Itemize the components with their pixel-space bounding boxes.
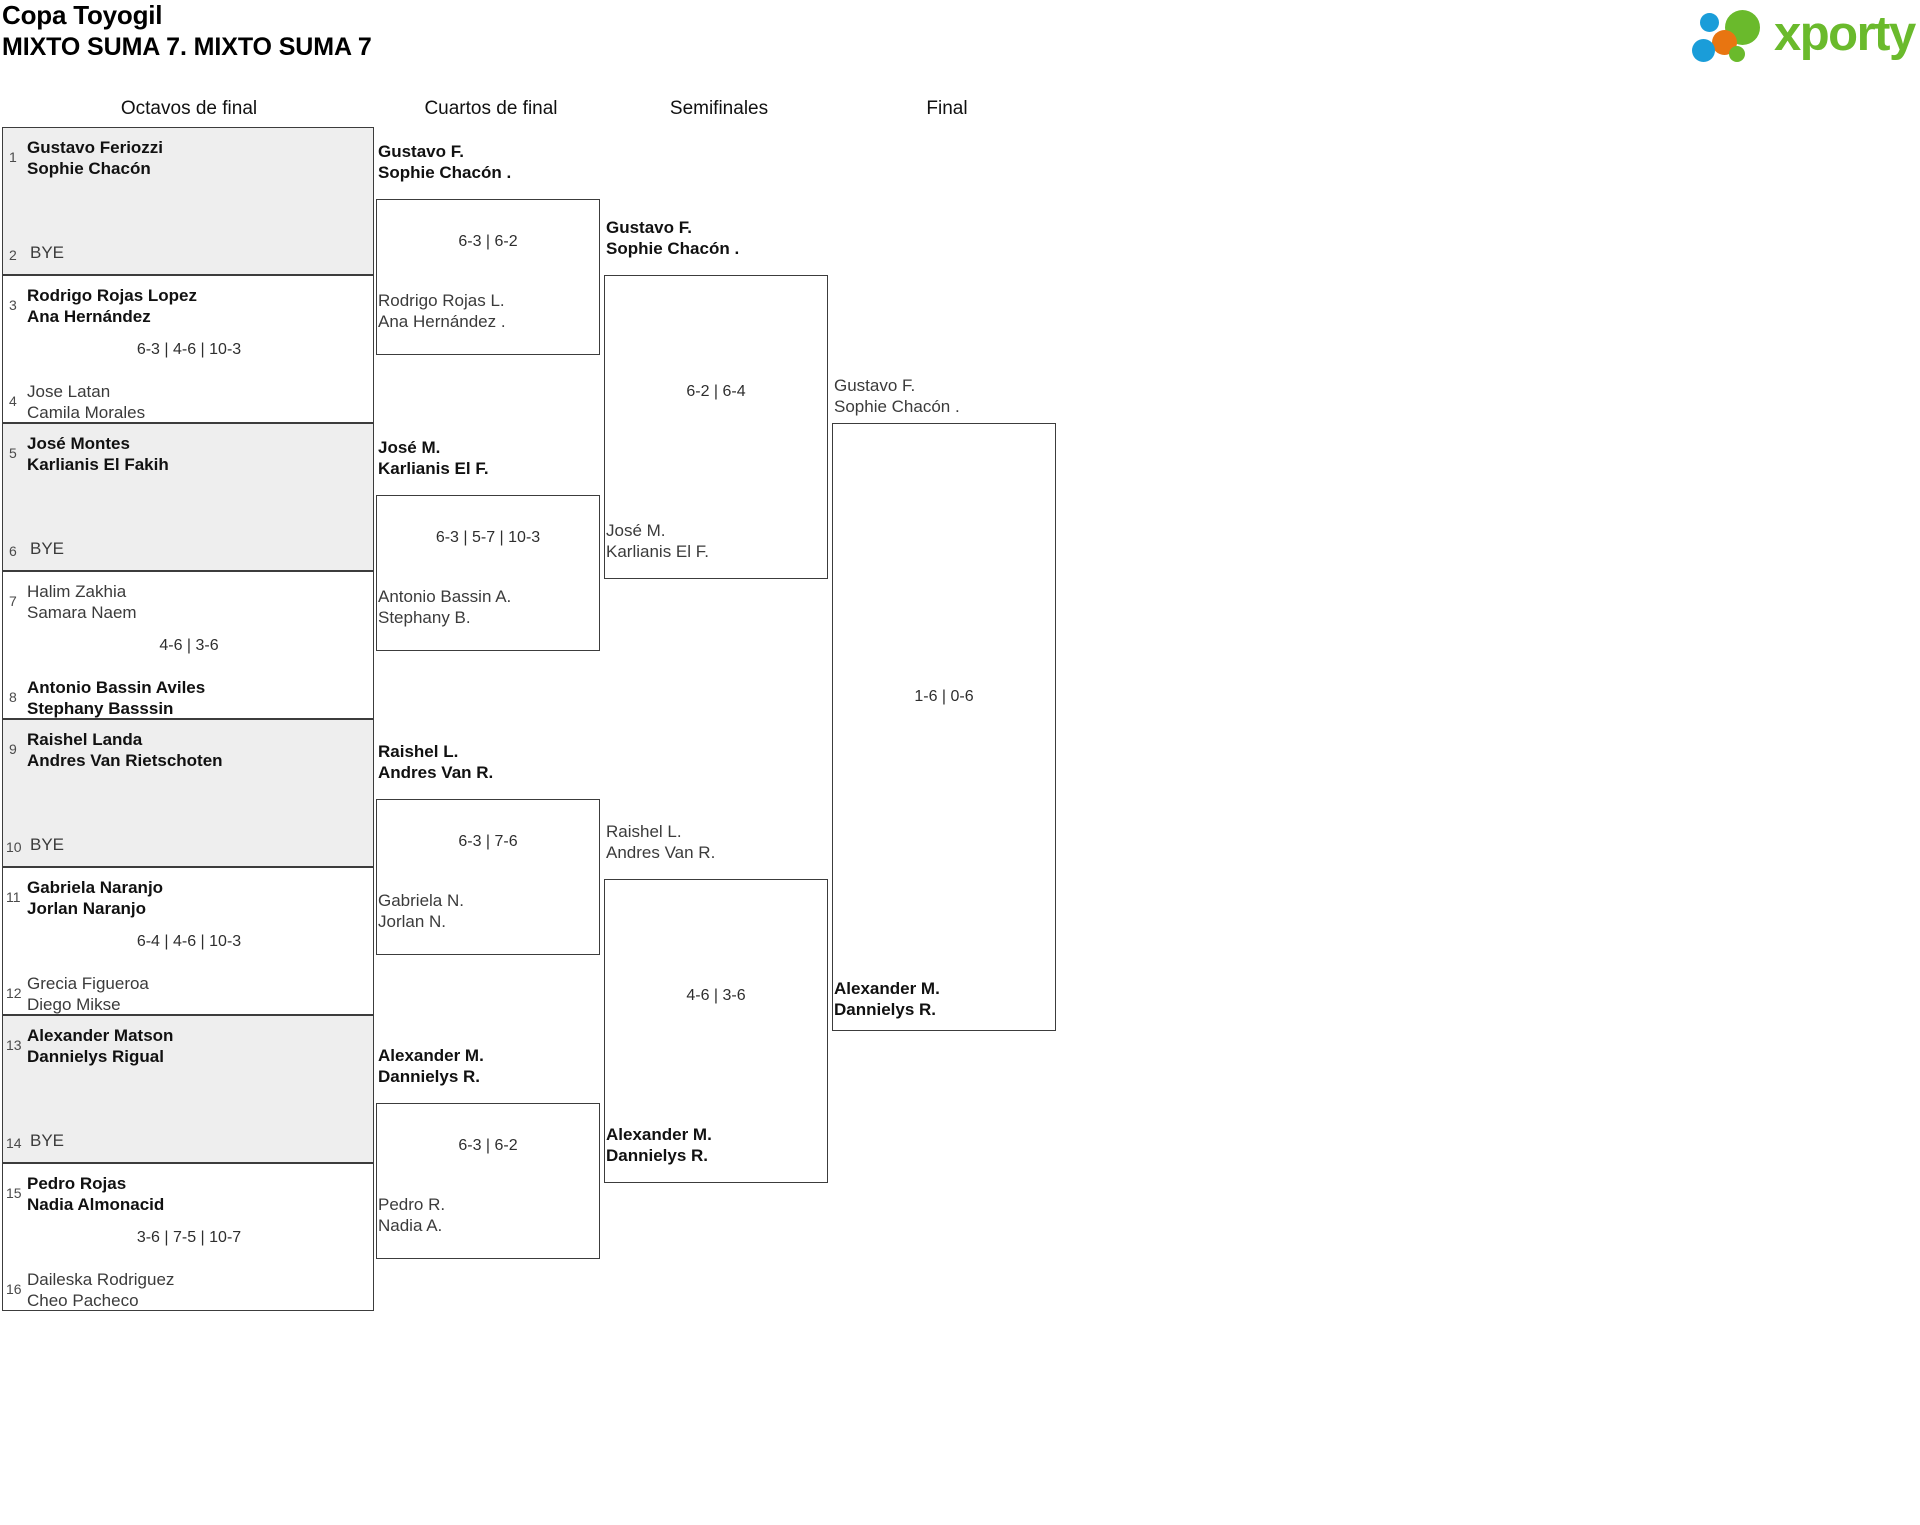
team-name: Gustavo F. Sophie Chacón . [606, 218, 740, 258]
match-score: 6-3 | 6-2 [458, 1137, 518, 1154]
r1-match-4[interactable]: 7 Halim Zakhia Samara Naem 4-6 | 3-6 8 A… [2, 571, 374, 719]
match-score: 6-3 | 4-6 | 10-3 [136, 341, 242, 358]
seed-number: 9 [9, 741, 17, 757]
team-name: Pedro R. Nadia A. [378, 1195, 446, 1235]
match-score: 4-6 | 3-6 [686, 987, 746, 1004]
r1-match-3[interactable]: 5 José Montes Karlianis El Fakih 6 BYE [2, 423, 374, 571]
team-name: Antonio Bassin A. Stephany B. [378, 587, 512, 627]
seed-number: 10 [6, 839, 22, 855]
match-score: 4-6 | 3-6 [159, 637, 219, 654]
team-name: José M. Karlianis El F. [606, 521, 709, 561]
team-name: Gabriela Naranjo Jorlan Naranjo [27, 878, 164, 918]
seed-number: 14 [6, 1135, 22, 1151]
team-name: Grecia Figueroa Diego Mikse [27, 974, 149, 1014]
team-name: Jose Latan Camila Morales [27, 382, 146, 422]
team-name: Raishel Landa Andres Van Rietschoten [27, 730, 223, 770]
team-name: Gabriela N. Jorlan N. [378, 891, 464, 931]
match-score: 6-3 | 6-2 [458, 233, 518, 250]
r2-match-2-connector [376, 495, 600, 651]
r3-match-1-connector [604, 275, 828, 579]
team-name: Gustavo Feriozzi Sophie Chacón [27, 138, 164, 178]
team-name: Gustavo F. Sophie Chacón . [378, 142, 512, 182]
xporty-logo[interactable]: xporty [1692, 6, 1916, 64]
champion-name: Alexander M. Dannielys R. [834, 979, 940, 1019]
seed-number: 13 [6, 1037, 22, 1053]
logo-wordmark: xporty [1774, 7, 1916, 61]
r1-match-7[interactable]: 13 Alexander Matson Dannielys Rigual 14 … [2, 1015, 374, 1163]
logo-dots-icon [1692, 6, 1774, 62]
r1-match-1[interactable]: 1 Gustavo Feriozzi Sophie Chacón 2 BYE [2, 127, 374, 275]
r4-match-1-connector [832, 423, 1056, 1031]
category-title: MIXTO SUMA 7. MIXTO SUMA 7 [2, 33, 372, 61]
tournament-title: Copa Toyogil [2, 0, 163, 30]
seed-number: 3 [9, 297, 17, 313]
seed-number: 5 [9, 445, 17, 461]
team-name: Alexander M. Dannielys R. [378, 1046, 484, 1086]
seed-number: 7 [9, 593, 17, 609]
seed-number: 8 [9, 689, 17, 705]
seed-number: 12 [6, 985, 22, 1001]
seed-number: 6 [9, 543, 17, 559]
match-score: 6-3 | 7-6 [458, 833, 518, 850]
r1-match-5[interactable]: 9 Raishel Landa Andres Van Rietschoten 1… [2, 719, 374, 867]
r3-match-2-connector [604, 879, 828, 1183]
seed-number: 16 [6, 1281, 22, 1297]
round-label-octavos: Octavos de final [120, 98, 258, 119]
seed-number: 15 [6, 1185, 22, 1201]
seed-number: 4 [9, 393, 17, 409]
page-header: Copa Toyogil MIXTO SUMA 7. MIXTO SUMA 7 … [0, 0, 1920, 80]
r1-match-8[interactable]: 15 Pedro Rojas Nadia Almonacid 3-6 | 7-5… [2, 1163, 374, 1311]
team-name: Alexander M. Dannielys R. [606, 1125, 712, 1165]
r2-match-1-connector [376, 199, 600, 355]
team-name: Gustavo F. Sophie Chacón . [834, 376, 960, 416]
team-name: Pedro Rojas Nadia Almonacid [27, 1174, 165, 1214]
round-label-final: Final [926, 98, 968, 119]
r2-match-3-connector [376, 799, 600, 955]
round-label-cuartos: Cuartos de final [424, 98, 558, 119]
team-name: Raishel L. Andres Van R. [606, 822, 716, 862]
seed-number: 2 [9, 247, 17, 263]
team-name: Raishel L. Andres Van R. [378, 742, 494, 782]
r1-match-6[interactable]: 11 Gabriela Naranjo Jorlan Naranjo 6-4 |… [2, 867, 374, 1015]
round-label-semifinales: Semifinales [669, 98, 769, 119]
team-name: Daileska Rodriguez Cheo Pacheco [27, 1270, 175, 1310]
bye-label: BYE [30, 539, 65, 558]
bye-label: BYE [30, 1131, 65, 1150]
seed-number: 1 [9, 149, 17, 165]
team-name: Rodrigo Rojas L. Ana Hernández . [378, 291, 506, 331]
r2-match-4-connector [376, 1103, 600, 1259]
team-name: José M. Karlianis El F. [378, 438, 489, 478]
team-name: Rodrigo Rojas Lopez Ana Hernández [27, 286, 197, 326]
bye-label: BYE [30, 243, 65, 262]
match-score: 6-3 | 5-7 | 10-3 [435, 529, 541, 546]
team-name: Antonio Bassin Aviles Stephany Basssin [27, 678, 206, 718]
r1-match-2[interactable]: 3 Rodrigo Rojas Lopez Ana Hernández 6-3 … [2, 275, 374, 423]
bye-label: BYE [30, 835, 65, 854]
team-name: Alexander Matson Dannielys Rigual [27, 1026, 174, 1066]
match-score: 6-2 | 6-4 [686, 383, 746, 400]
match-score: 3-6 | 7-5 | 10-7 [136, 1229, 242, 1246]
match-score: 1-6 | 0-6 [914, 688, 974, 705]
seed-number: 11 [6, 889, 21, 905]
match-score: 6-4 | 4-6 | 10-3 [136, 933, 242, 950]
team-name: Halim Zakhia Samara Naem [27, 582, 137, 622]
team-name: José Montes Karlianis El Fakih [27, 434, 169, 474]
